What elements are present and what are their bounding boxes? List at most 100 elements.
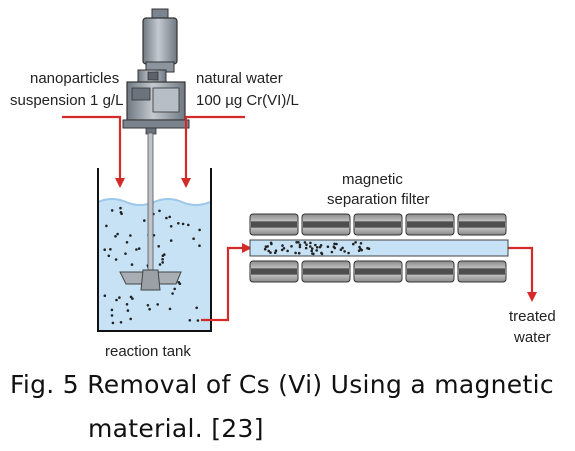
tank-particle	[196, 319, 200, 322]
tank-particle	[161, 261, 164, 264]
tank-particle	[119, 206, 122, 210]
tank-particle	[169, 239, 173, 242]
filter-particle	[274, 249, 278, 252]
caption-line1: Fig. 5 Removal of Cs (Vi) Using a magnet…	[10, 370, 554, 399]
filter-particle	[273, 251, 277, 255]
nanoparticles-label-line1: nanoparticles	[30, 70, 119, 87]
magnet-row-bottom	[249, 260, 507, 283]
filter-particle	[333, 242, 336, 246]
filter-particle	[352, 242, 355, 246]
natural-water-label-line1: natural water	[196, 70, 283, 87]
filter-particle	[294, 251, 297, 255]
filter-particle	[343, 250, 346, 253]
filter-particle	[263, 247, 267, 251]
filter-particle	[359, 247, 362, 251]
tank-particle	[126, 309, 130, 312]
tank-particle	[119, 211, 123, 214]
filter-particle	[303, 241, 307, 244]
tank-to-filter-arrow	[201, 243, 252, 322]
tank-particle	[115, 298, 118, 302]
magnet-band	[407, 221, 453, 228]
magnet-band	[459, 268, 505, 275]
magnet-band	[355, 268, 401, 275]
tank-particle	[157, 245, 160, 248]
tank-particle	[110, 209, 114, 212]
magnet-band	[251, 221, 297, 228]
magnet-band	[459, 221, 505, 228]
tank-particle	[110, 308, 114, 312]
filter-particle	[282, 247, 286, 250]
filter-particle	[314, 243, 317, 247]
tank-particle	[105, 224, 108, 228]
filter-particle	[280, 248, 284, 252]
tank-particle	[107, 254, 111, 258]
nanoparticles-label-line2: suspension 1 g/L	[10, 92, 123, 109]
tank-particle	[103, 248, 106, 251]
filter-particle	[312, 252, 315, 256]
filter-label-line2: separation filter	[327, 191, 430, 208]
tank-particle	[192, 237, 195, 240]
treated-water-label-line1: treated	[509, 308, 556, 325]
treated-water-label-line2: water	[513, 329, 551, 346]
filter-label-line1: magnetic	[342, 171, 403, 188]
filter-particle	[310, 249, 314, 253]
filter-pipe	[249, 239, 509, 257]
tank-particle	[198, 244, 201, 247]
filter-particle	[267, 249, 271, 253]
tank-particle	[111, 321, 115, 325]
tank-particle	[146, 304, 150, 307]
tank-particle	[187, 223, 190, 227]
filter-particle	[270, 242, 273, 246]
magnet-band	[355, 221, 401, 228]
tank-particle	[148, 307, 151, 311]
tank-particle	[116, 232, 119, 236]
filter-particle	[309, 245, 312, 248]
stirrer-shaft	[119, 132, 182, 291]
filter-particle	[304, 246, 308, 250]
tank-particle	[125, 241, 129, 244]
tank-particle	[135, 248, 138, 251]
filter-particle	[366, 246, 369, 250]
tank-particle	[137, 247, 141, 250]
tank-particle	[129, 295, 133, 299]
figure-caption: Fig. 5 Removal of Cs (Vi) Using a magnet…	[10, 363, 570, 451]
filter-particle	[298, 245, 302, 249]
tank-particle	[169, 225, 173, 228]
filter-particle	[295, 241, 298, 244]
tank-particle	[165, 216, 168, 220]
filter-particle	[297, 241, 300, 244]
magnet-band	[407, 268, 453, 275]
tank-particle	[109, 248, 112, 251]
tank-particle	[125, 303, 129, 306]
filter-particle	[286, 249, 289, 253]
filter-particle	[281, 244, 284, 247]
tank-particle	[188, 319, 192, 322]
filter-particle	[269, 251, 272, 254]
magnet-band	[303, 221, 349, 228]
tank-particle	[114, 235, 117, 238]
filter-particle	[330, 250, 334, 254]
filter-particle	[298, 243, 302, 247]
filter-particle	[335, 242, 338, 246]
filter-particle	[359, 242, 363, 245]
tank-particle	[161, 257, 164, 261]
filter-particle	[315, 249, 319, 252]
tank-particle	[181, 222, 185, 226]
filter-particle	[315, 246, 319, 249]
reaction-tank	[97, 168, 212, 332]
tank-particle	[119, 321, 123, 324]
filter-particle	[341, 246, 344, 250]
filter-particles	[263, 241, 371, 256]
tank-particle	[198, 228, 201, 232]
magnet-band	[303, 268, 349, 275]
natural-water-inflow-arrow	[181, 115, 245, 188]
magnet-band	[251, 268, 297, 275]
tank-particle	[124, 252, 127, 255]
reaction-tank-label: reaction tank	[105, 343, 191, 360]
filter-particle	[357, 249, 361, 252]
tank-particle	[168, 215, 171, 219]
tank-particle	[168, 307, 172, 311]
tank-particle	[129, 234, 132, 237]
caption-line2: material. [23]	[88, 414, 264, 443]
tank-particle	[195, 306, 198, 310]
